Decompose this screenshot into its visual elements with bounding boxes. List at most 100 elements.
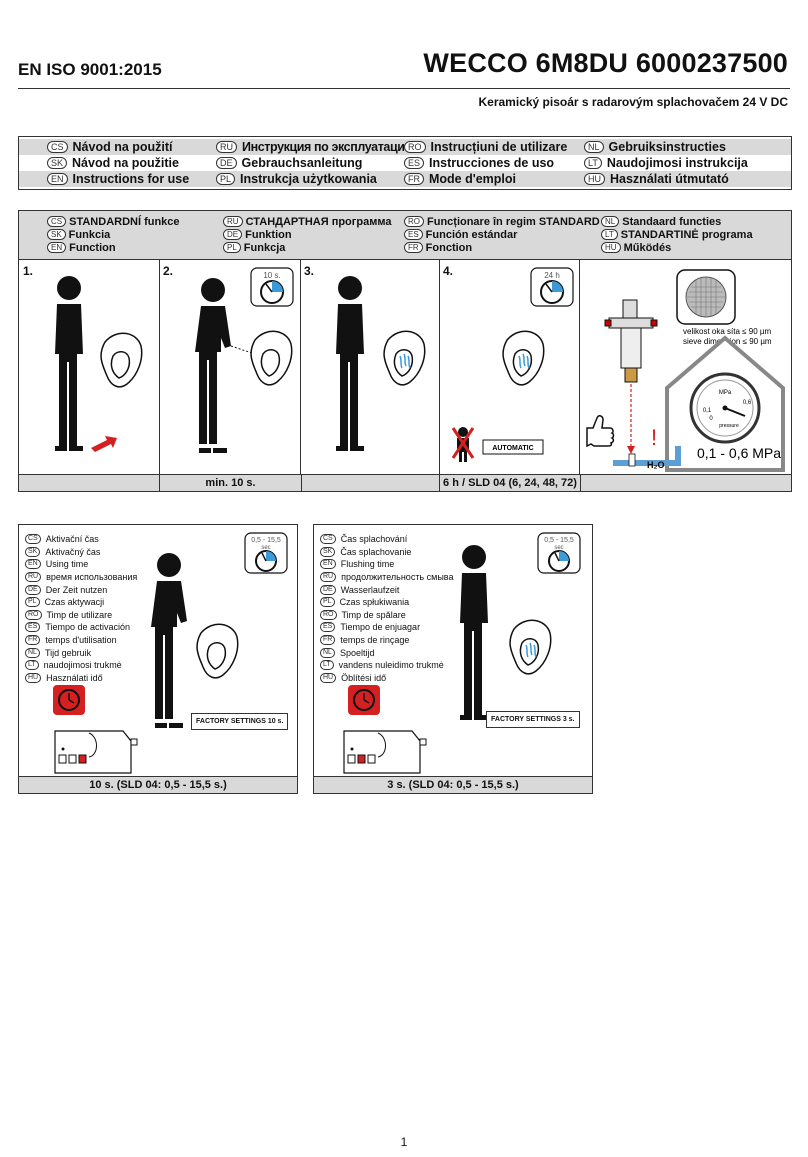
thumbs-up-icon [586,415,615,448]
language-title: Instructions for use [72,172,190,186]
person-approaching-urinal-illustration [55,276,143,452]
gauge-unit: MPa [719,390,732,396]
language-code: HU [320,672,337,683]
language-code: CS [25,534,41,545]
language-code: EN [47,242,67,253]
language-code: RU [320,572,337,583]
function-title: Function [69,241,116,254]
language-title: Instrucciones de uso [429,156,555,170]
language-code: ES [404,229,423,240]
language-code: RO [404,141,426,153]
step-2-caption: min. 10 s. [159,475,302,491]
flushing-caption: 3 s. (SLD 04: 0,5 - 15,5 s.) [314,776,592,793]
function-title: Funcționare în regim STANDARD [427,215,600,228]
language-title: Návod na použitie [72,156,179,170]
language-code: DE [216,157,237,169]
pressure-range: 0,1 - 0,6 MPa [697,445,781,461]
language-code: ES [404,157,425,169]
red-clock-icon [348,685,380,715]
automatic-flush-illustration: 24 h AUTOMATIC [451,267,574,462]
factory-settings-label: FACTORY SETTINGS 10 s. [191,713,289,730]
step-number: 4. [443,264,454,278]
sieve-text-cs: velikost oka síta ≤ 90 µm [683,327,771,336]
activation-label: Használati idő [46,672,103,683]
activation-label: Czas aktywacji [44,597,105,608]
language-code: LT [320,660,334,671]
flushing-label: vandens nuleidimo trukmė [338,660,444,671]
language-code: EN [320,559,336,570]
language-row: SK Návod na použitie DE Gebrauchsanleitung… [19,155,791,171]
language-code: DE [320,584,336,595]
language-code: HU [584,173,605,185]
step-4-caption: 6 h / SLD 04 (6, 24, 48, 72) [439,475,581,491]
language-code: SK [47,157,68,169]
language-code: SK [25,546,41,557]
flushing-label: продолжительность смыва [341,572,454,583]
water-flush-icon [518,353,530,369]
timer-range: 0,5 - 15,5 [251,537,281,544]
timer-icon: 0,5 - 15,5 sec [537,532,581,574]
language-code: NL [320,647,335,658]
language-title: Instrucțiuni de utilizare [430,140,568,154]
water-flush-icon [399,353,411,369]
function-title: Működés [623,241,672,254]
product-model: WECCO 6M8DU 6000237500 [423,48,788,78]
language-code: RU [223,216,243,227]
function-title: STANDARTINĖ programa [620,228,753,241]
activation-label: naudojimosi trukmė [43,660,122,671]
no-person-icon [451,427,475,462]
flushing-illustration: 0,5 - 15,5 sec [343,532,581,774]
sieve-icon [676,269,736,325]
automatic-label: AUTOMATIC [492,445,533,452]
language-code: CS [320,534,336,545]
gauge-tick: 0 [709,416,713,422]
filter-valve-icon [604,299,658,383]
language-code: ES [25,622,41,633]
timer-label: 24 h [544,271,560,280]
language-title: Gebrauchsanleitung [241,156,363,170]
person-at-urinal-illustration: 10 s. [195,267,294,453]
flushing-label: Spoeltijd [339,647,375,658]
activation-label: Der Zeit nutzen [45,584,108,595]
step-number: 3. [304,264,315,278]
flushing-label: Čas splachování [340,534,408,545]
gauge-tick: 0,6 [743,400,752,406]
language-code: EN [47,173,68,185]
pressure-gauge-icon: MPa 0,6 0,1 0 pressure [689,372,761,444]
function-title: Funkcia [68,228,111,241]
language-code: RO [25,609,42,620]
step-4: 4. 24 h AUTOMATIC [439,259,580,476]
activation-label: temps d'utilisation [45,635,117,646]
language-code: FR [25,635,41,646]
language-code: CS [47,216,67,227]
language-code: RO [320,609,337,620]
warning-mark: ! [651,425,657,450]
language-title: Mode d'emploi [429,172,516,186]
function-title: Standaard functies [622,215,722,228]
language-code: NL [25,647,40,658]
flushing-label: Flushing time [340,559,395,570]
water-flush-icon [525,642,537,658]
flushing-label: Tiempo de enjuagar [340,622,421,633]
water-label: H₂O [647,460,665,470]
activation-label: Timp de utilizare [46,609,113,620]
language-code: PL [25,597,40,608]
iso-standard: EN ISO 9001:2015 [18,60,162,79]
page-number: 1 [400,1135,408,1149]
language-code: SK [320,546,336,557]
activation-caption: 10 s. (SLD 04: 0,5 - 15,5 s.) [19,776,297,793]
language-code: EN [25,559,41,570]
language-code: FR [404,173,424,185]
language-code: ES [320,622,336,633]
flushing-label: Czas spłukiwania [339,597,410,608]
language-code: SK [47,229,66,240]
language-code: FR [404,242,423,253]
product-subtitle: Keramický pisoár s radarovým splachovače… [478,95,789,109]
timer-unit: sec [554,545,563,551]
